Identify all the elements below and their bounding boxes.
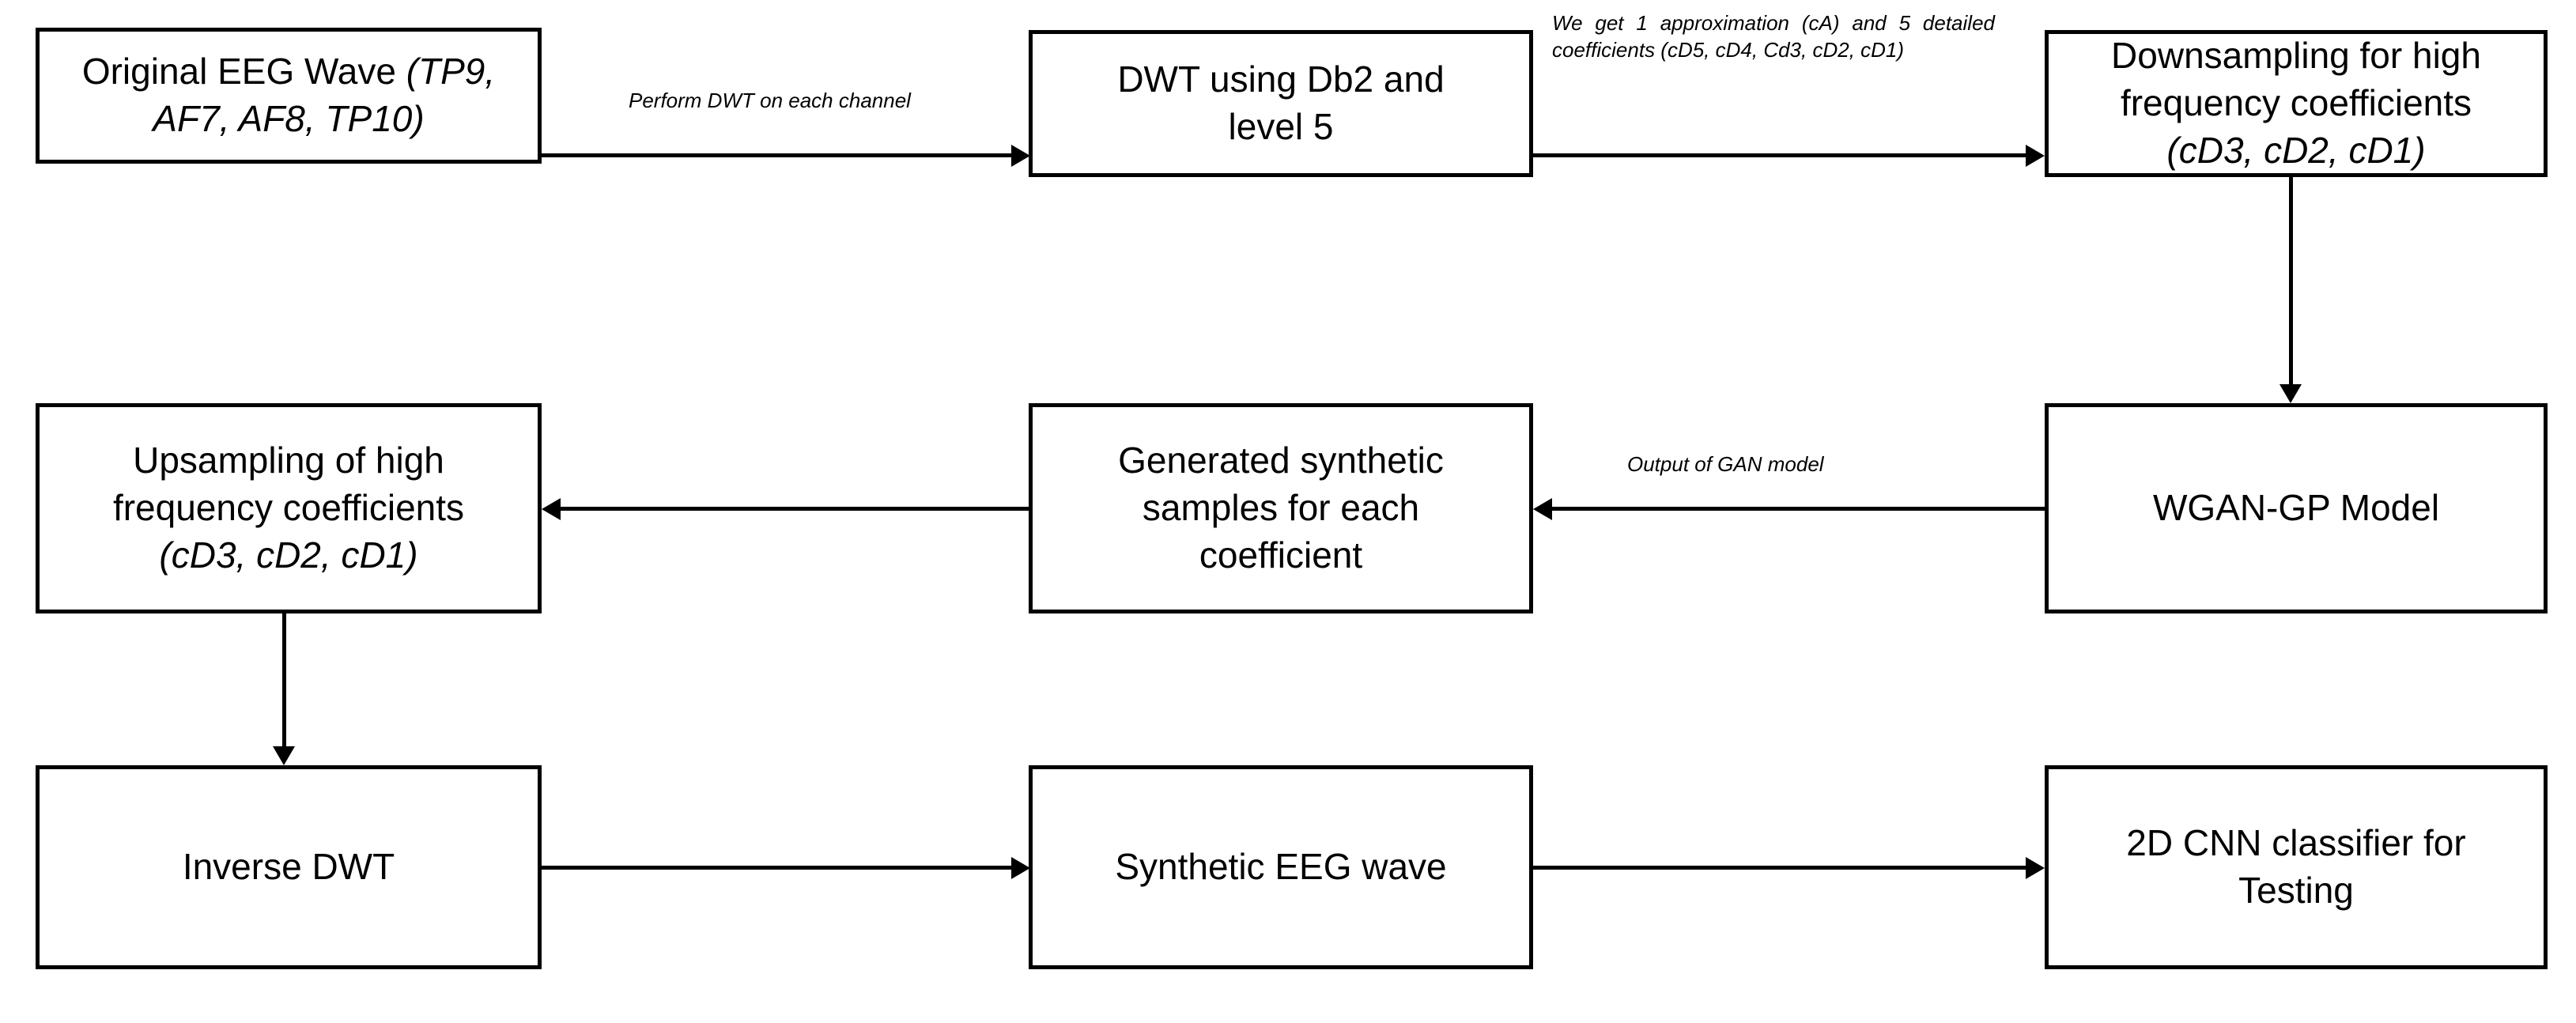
edge-generated-to-upsampling: [561, 507, 1029, 511]
edge-inverse-dwt-to-synthetic: [542, 866, 1011, 870]
arrow-head-wgan-to-generated: [1533, 498, 1552, 520]
arrow-head-generated-to-upsampling: [542, 498, 561, 520]
node-synthetic-eeg-wave[interactable]: Synthetic EEG wave: [1029, 765, 1533, 969]
node-synthetic-eeg-wave-label: Synthetic EEG wave: [1115, 846, 1447, 888]
node-original-eeg-wave-label: Original EEG Wave (TP9,AF7, AF8, TP10): [81, 51, 496, 139]
arrow-head-synthetic-to-cnn: [2026, 857, 2045, 879]
edge-dwt-to-downsampling: [1533, 153, 2027, 157]
edge-downsampling-to-wgan: [2289, 177, 2293, 384]
node-wgan-gp-model[interactable]: WGAN-GP Model: [2045, 403, 2548, 613]
edge-wgan-to-generated: [1552, 507, 2045, 511]
edge-upsampling-to-inverse-dwt: [282, 613, 286, 746]
arrow-head-downsampling-to-wgan: [2279, 384, 2302, 403]
node-inverse-dwt[interactable]: Inverse DWT: [36, 765, 542, 969]
arrow-head-original-to-dwt: [1011, 145, 1030, 167]
edge-label-perform-dwt: Perform DWT on each channel: [629, 89, 911, 112]
node-inverse-dwt-label: Inverse DWT: [182, 846, 395, 888]
node-original-eeg-wave[interactable]: Original EEG Wave (TP9,AF7, AF8, TP10): [36, 28, 542, 164]
edge-original-to-dwt: [542, 153, 1011, 157]
edge-label-coefficients-note: We get 1 approximation (cA) and 5 detail…: [1552, 11, 1995, 62]
arrow-head-upsampling-to-inverse-dwt: [273, 746, 295, 765]
edge-synthetic-to-cnn: [1533, 866, 2027, 870]
arrow-head-inverse-dwt-to-synthetic: [1011, 857, 1030, 879]
node-wgan-gp-model-label: WGAN-GP Model: [2152, 487, 2440, 529]
edge-label-gan-output: Output of GAN model: [1627, 452, 1824, 476]
arrow-head-dwt-to-downsampling: [2026, 145, 2045, 167]
